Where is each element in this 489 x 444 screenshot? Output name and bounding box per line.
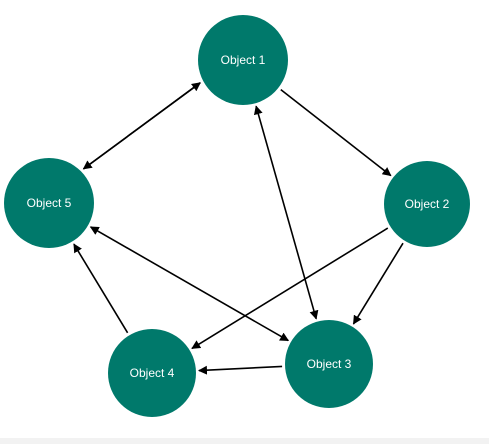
edge-object-1-to-object-3 <box>253 105 319 320</box>
node-object-3[interactable]: Object 3 <box>285 320 373 408</box>
edge-object-5-to-object-3 <box>89 226 290 342</box>
edge-object-1-to-object-5 <box>82 82 201 170</box>
node-object-4-label: Object 4 <box>130 366 175 380</box>
node-object-4[interactable]: Object 4 <box>108 329 196 417</box>
node-object-2-label: Object 2 <box>405 197 450 211</box>
node-object-5-label: Object 5 <box>27 196 72 210</box>
node-object-5-circle <box>4 158 94 248</box>
node-object-5[interactable]: Object 5 <box>4 158 94 248</box>
node-object-4-circle <box>108 329 196 417</box>
edge-object-2-to-object-4 <box>191 227 389 350</box>
edges-layer <box>73 82 404 375</box>
edge-object-2-to-object-3 <box>352 242 404 325</box>
node-object-3-label: Object 3 <box>307 357 352 371</box>
bottom-strip <box>0 438 489 444</box>
edge-object-4-to-object-5 <box>73 243 129 334</box>
node-object-1[interactable]: Object 1 <box>198 15 288 105</box>
node-object-1-label: Object 1 <box>221 53 266 67</box>
node-object-2[interactable]: Object 2 <box>384 161 470 247</box>
nodes-layer: Object 1 Object 2 Object 3 Object 4 Obje… <box>4 15 470 417</box>
node-object-2-circle <box>384 161 470 247</box>
node-object-1-circle <box>198 15 288 105</box>
edge-object-1-to-object-2 <box>280 88 392 177</box>
node-object-3-circle <box>285 320 373 408</box>
edge-object-3-to-object-4 <box>198 365 283 375</box>
